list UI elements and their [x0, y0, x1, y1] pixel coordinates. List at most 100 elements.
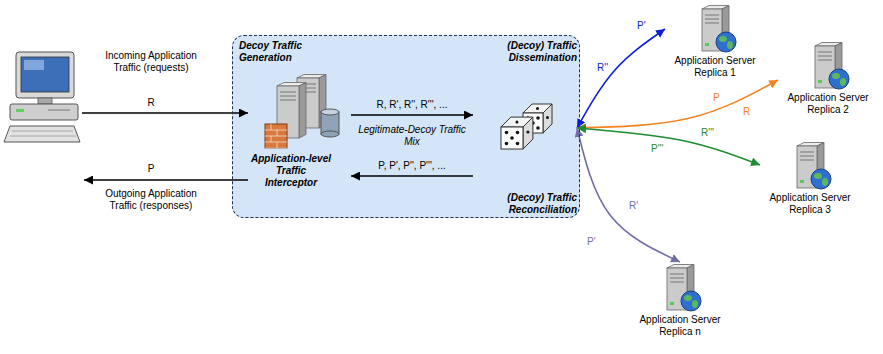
drawing-part: [832, 73, 840, 79]
drawing-part: [705, 23, 719, 24]
server-icon: [690, 3, 740, 55]
drawing-part: [670, 278, 684, 279]
drawing-part: [702, 6, 736, 53]
node-label: Application Server Replica 1: [665, 55, 765, 79]
response-symbol: P''': [650, 143, 664, 155]
drawing-part: [670, 282, 684, 283]
region-fill: [232, 35, 580, 218]
traffic-connector: [577, 29, 665, 128]
drawing-part: [510, 136, 514, 140]
drawing-part: [271, 124, 272, 130]
drawing-part: [543, 104, 552, 133]
drawing-part: [811, 169, 831, 189]
drawing-part: [271, 136, 272, 142]
drawing-part: [280, 100, 296, 101]
traffic-connector: [351, 114, 473, 116]
client-arrows: [82, 113, 248, 180]
drawing-part: [24, 60, 44, 70]
drawing-part: [818, 52, 832, 53]
client-computer: [4, 52, 80, 142]
drawing-part: [505, 142, 509, 146]
response-symbol: P': [636, 20, 647, 32]
drawing-part: [265, 75, 339, 149]
drawing-part: [814, 173, 822, 179]
drawing-part: [516, 142, 520, 146]
region-fill: [232, 35, 580, 218]
drawing-part: [818, 80, 822, 83]
drawing-part: [265, 130, 287, 131]
traffic-symbol: R: [742, 106, 751, 118]
drawing-part: [265, 142, 287, 143]
drawing-part: [800, 152, 814, 153]
request-symbol: R: [140, 97, 162, 109]
dissemination-dice: (Decoy) Traffic Dissemination (Decoy) Tra…: [473, 40, 577, 216]
interceptor-icon: [251, 68, 351, 153]
drawing-part: [265, 136, 287, 137]
drawing-part: [265, 148, 287, 149]
drawing-part: [12, 131, 73, 132]
response-symbol: P: [712, 92, 721, 104]
mix-caption: Legitimate-Decoy Traffic Mix: [356, 124, 468, 148]
drawing-part: [716, 32, 736, 52]
drawing-part: [719, 36, 727, 42]
traffic-connector: [577, 128, 680, 262]
server-icon: [655, 262, 705, 314]
drawing-part: [667, 265, 701, 312]
server-icon: [785, 140, 835, 192]
drawing-part: [38, 98, 52, 104]
server-icon: [803, 40, 853, 92]
drawing-part: [10, 104, 78, 120]
node-label: (Decoy) Traffic Reconciliation: [497, 192, 577, 216]
drawing-part: [82, 112, 248, 114]
drawing-part: [800, 160, 814, 161]
drawing-part: [681, 291, 701, 311]
drawing-part: [829, 69, 849, 89]
drawing-part: [277, 130, 278, 136]
traffic-symbol: P, P', P'', P''', ...: [356, 160, 468, 172]
replica-server: Application Server Replica n: [630, 262, 730, 338]
replica-server: Application Server Replica 2: [778, 40, 878, 116]
traffic-connector: [577, 80, 778, 128]
drawing-part: [800, 180, 804, 183]
drawing-part: [299, 83, 306, 139]
drawing-part: [800, 156, 814, 157]
traffic-connector: [577, 128, 760, 165]
drawing-part: [818, 60, 832, 61]
drawing-part: [505, 131, 509, 135]
drawing-part: [546, 116, 549, 119]
node-label: Application Server Replica 3: [760, 192, 860, 216]
interceptor-server: Application-level Traffic Interceptor: [251, 68, 351, 189]
drawing-part: [705, 15, 719, 16]
traffic-symbol: R, R', R'', R''', ...: [356, 99, 468, 111]
traffic-caption: Outgoing Application Traffic (responses): [100, 188, 202, 212]
traffic-symbol: R': [628, 200, 639, 212]
drawing-part: [501, 127, 523, 149]
drawing-part: [523, 117, 533, 149]
drawing-part: [280, 92, 296, 93]
drawing-part: [48, 110, 70, 111]
drawing-part: [516, 131, 520, 135]
node-label: Application Server Replica 2: [778, 92, 878, 116]
node-label: Application Server Replica n: [630, 314, 730, 338]
drawing-part: [536, 116, 540, 120]
traffic-caption: Incoming Application Traffic (requests): [100, 50, 202, 74]
dice-icon: [493, 99, 557, 157]
drawing-part: [705, 19, 719, 20]
drawing-part: [670, 274, 684, 275]
drawing-part: [727, 41, 733, 49]
drawing-part: [536, 107, 539, 110]
drawing-part: [822, 178, 828, 186]
drawing-part: [321, 131, 339, 137]
drawing-part: [705, 43, 709, 46]
drawing-part: [16, 109, 24, 112]
drawing-part: [515, 121, 518, 124]
drawing-part: [692, 300, 698, 308]
drawing-part: [277, 142, 278, 148]
drawing-part: [818, 56, 832, 57]
node-label: (Decoy) Traffic Dissemination: [497, 40, 577, 64]
drawing-part: [840, 78, 846, 86]
node-label: Application-level Traffic Interceptor: [251, 153, 331, 189]
drawing-part: [280, 96, 296, 97]
drawing-part: [684, 295, 692, 301]
